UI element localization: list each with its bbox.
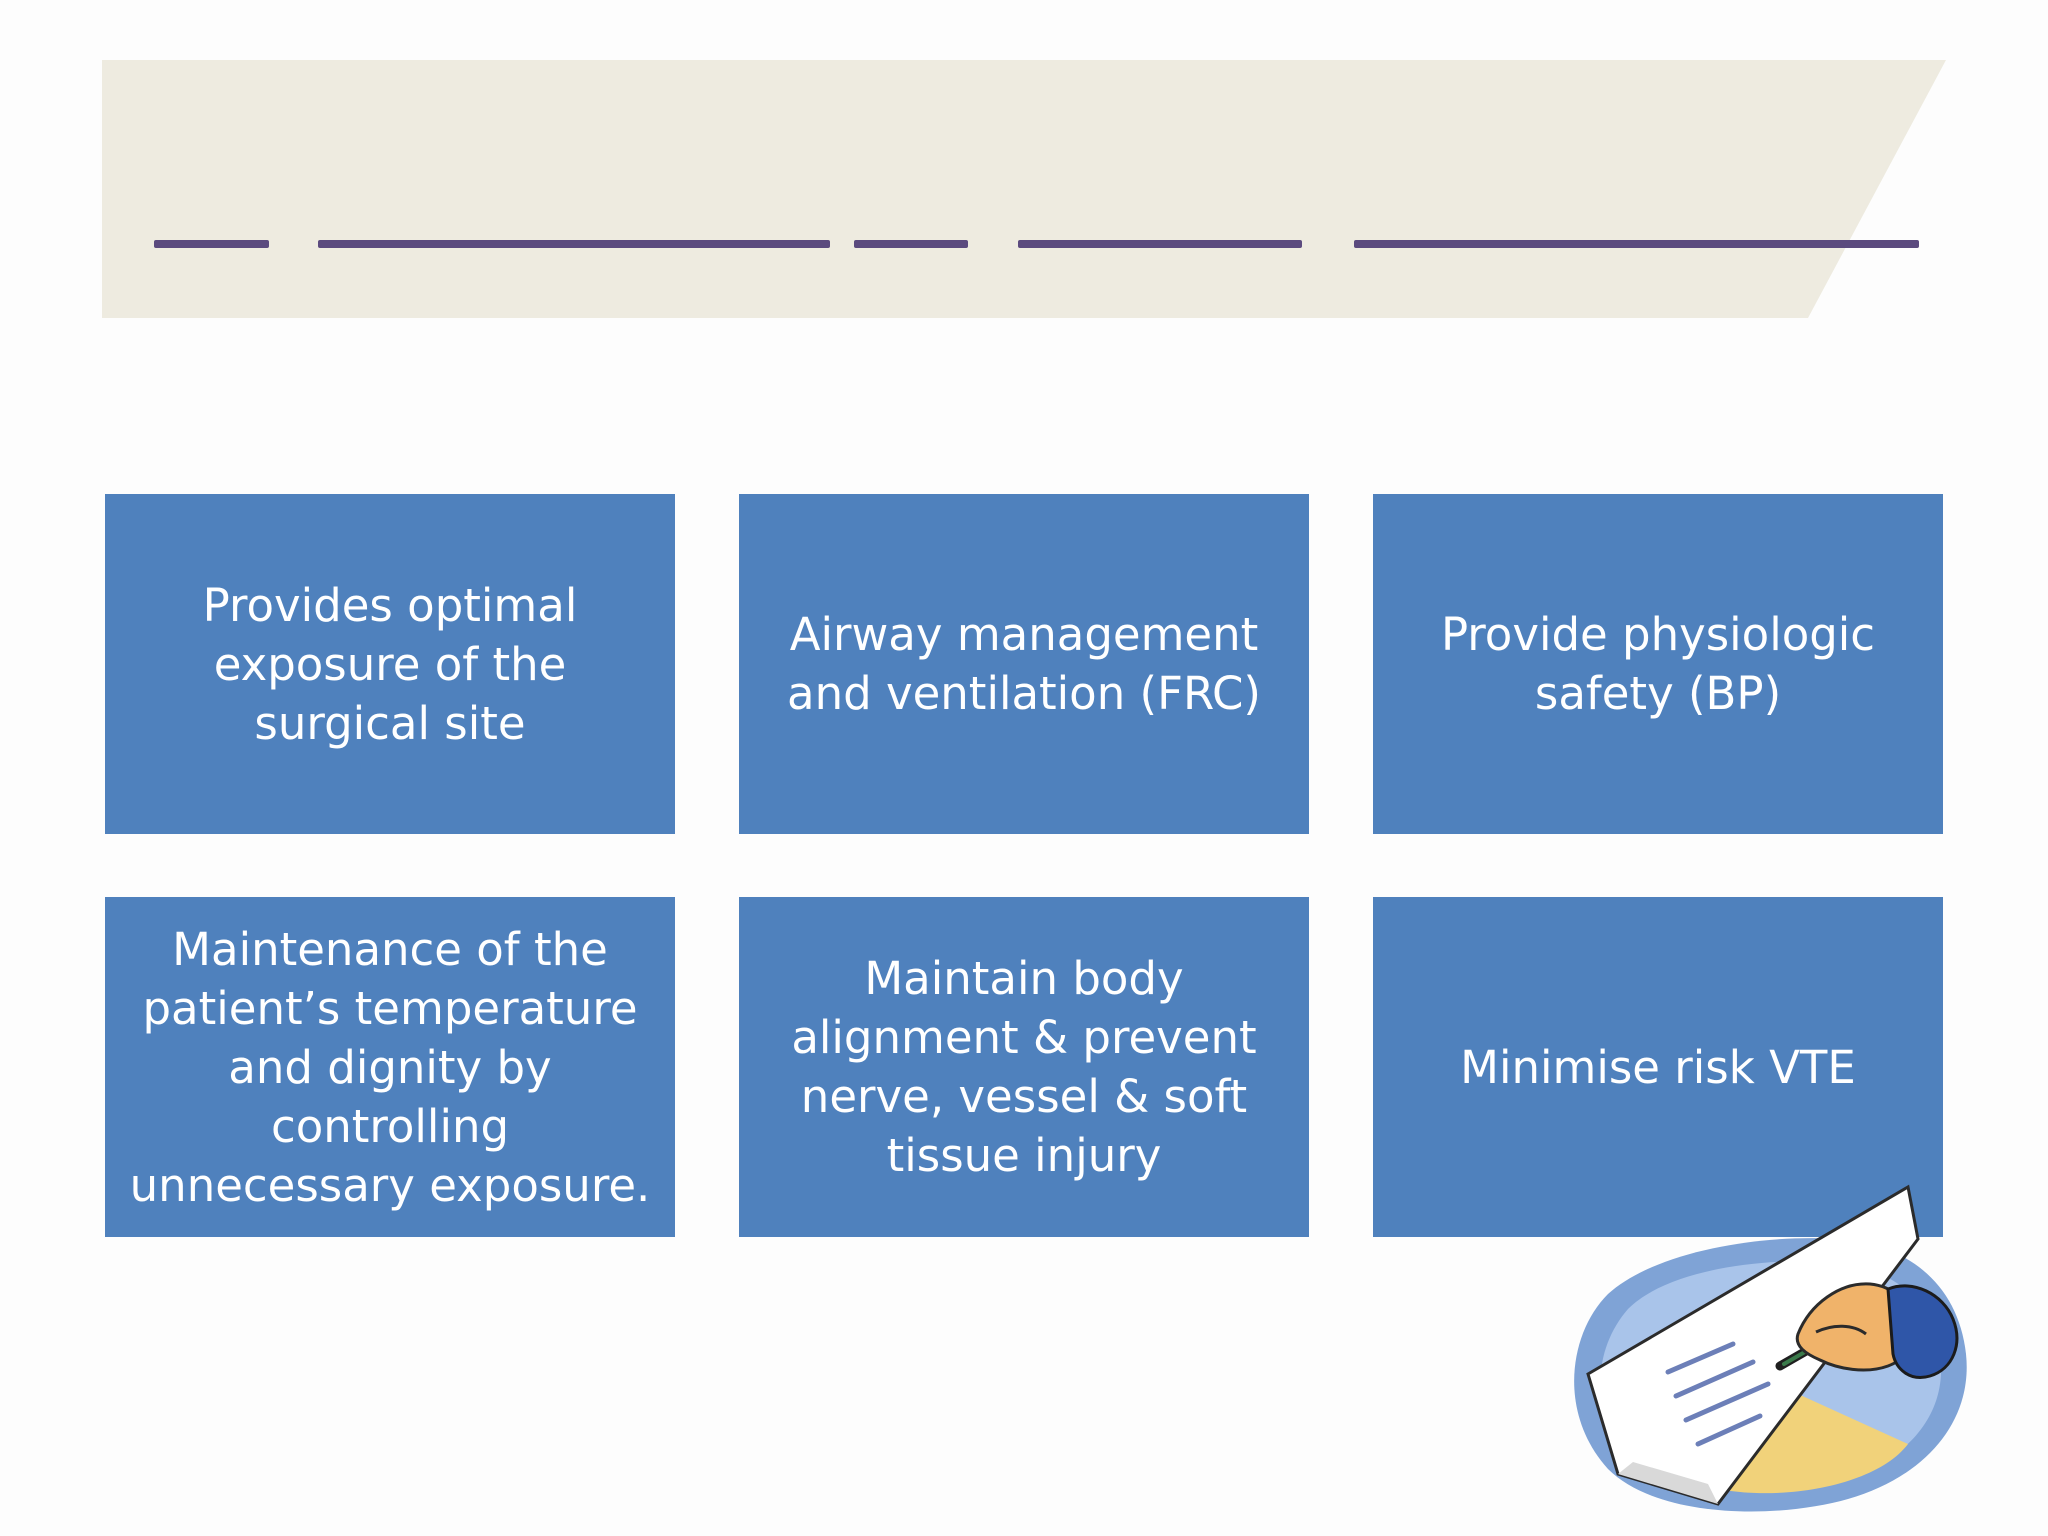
card-text: Provide physiologic safety (BP) <box>1440 608 1876 720</box>
card-text: Provides optimal exposure of the surgica… <box>202 578 578 750</box>
card-text: Minimise risk VTE <box>1460 1040 1856 1094</box>
title-blank-2 <box>318 240 830 248</box>
title-blank-1 <box>154 240 269 248</box>
card-physiologic-safety: Provide physiologic safety (BP) <box>1373 494 1943 834</box>
card-temperature-dignity: Maintenance of the patient’s temperature… <box>105 897 675 1237</box>
card-text: Maintenance of the patient’s temperature… <box>129 922 651 1212</box>
card-minimise-vte: Minimise risk VTE <box>1373 897 1943 1237</box>
title-blank-5 <box>1354 240 1919 248</box>
hand-writing-on-paper-icon <box>1548 1184 1978 1524</box>
card-text: Airway management and ventilation (FRC) <box>787 608 1261 720</box>
title-blank-4 <box>1018 240 1302 248</box>
title-blank-3 <box>854 240 968 248</box>
card-text: Maintain body alignment & prevent nerve,… <box>791 952 1257 1182</box>
card-optimal-exposure: Provides optimal exposure of the surgica… <box>105 494 675 834</box>
card-airway-management: Airway management and ventilation (FRC) <box>739 494 1309 834</box>
title-band <box>0 0 2048 320</box>
card-body-alignment: Maintain body alignment & prevent nerve,… <box>739 897 1309 1237</box>
